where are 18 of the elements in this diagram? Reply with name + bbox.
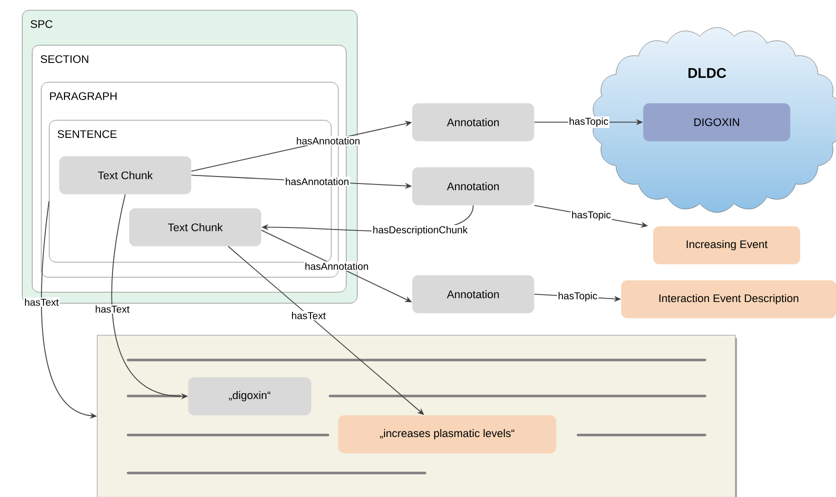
rounded-box: Annotation (412, 275, 534, 314)
edge-label: hasAnnotation (295, 136, 362, 146)
rounded-box: Annotation (412, 103, 534, 142)
rounded-box: „increases plasmatic levels“ (338, 415, 556, 454)
edge-label: hasText (94, 304, 131, 314)
rounded-box: Text Chunk (59, 156, 192, 194)
rounded-box: DIGOXIN (643, 103, 790, 142)
rounded-box: Interaction Event Description (621, 280, 836, 318)
edge-label: hasTopic (568, 116, 610, 128)
rounded-box: „digoxin“ (188, 377, 312, 416)
edge-label: hasText (290, 310, 327, 320)
edge-label: hasDescriptionChunk (372, 225, 469, 236)
rounded-box: Text Chunk (129, 208, 262, 246)
rounded-box: Annotation (412, 167, 534, 206)
rounded-box: Increasing Event (653, 226, 800, 264)
edge-label: hasAnnotation (304, 262, 370, 271)
edge-label: hasTopic (556, 291, 598, 302)
edge-label: hasTopic (570, 210, 612, 222)
